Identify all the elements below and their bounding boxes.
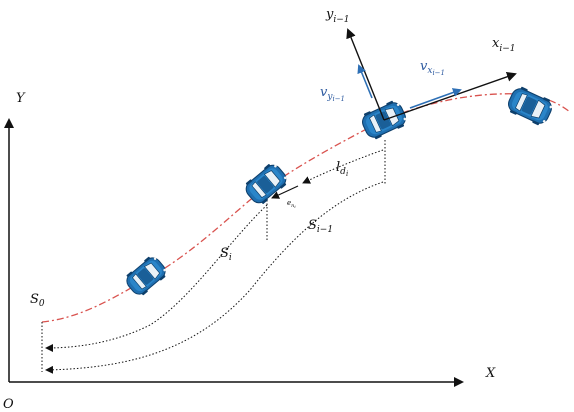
vx-label: vxi−1 xyxy=(420,59,445,77)
ld-distance-curve xyxy=(302,149,384,184)
vehicle-4 xyxy=(504,83,556,129)
vehicle-1 xyxy=(121,252,171,300)
si1-label: Si−1 xyxy=(308,218,333,235)
si-distance-curve xyxy=(45,204,268,352)
s0-label: S0 xyxy=(30,292,45,309)
en-label: eni xyxy=(287,199,296,209)
frame-y-axis xyxy=(346,28,385,121)
origin-label: O xyxy=(3,397,14,412)
vy-label: vyi−1 xyxy=(320,85,345,103)
si1-distance-curve xyxy=(45,181,384,374)
frame-y-label: yi−1 xyxy=(325,7,350,25)
frame-x-axis xyxy=(383,71,517,121)
vx-velocity-arrow xyxy=(409,88,462,109)
frame-x-label: xi−1 xyxy=(492,36,516,54)
y-axis-label: Y xyxy=(16,91,26,106)
x-axis-label: X xyxy=(485,366,496,381)
ld-label: ldi xyxy=(336,160,348,178)
reference-path xyxy=(41,93,571,323)
si-label: Si xyxy=(220,246,232,263)
en-distance-arrow xyxy=(271,185,299,199)
vy-velocity-arrow xyxy=(357,64,373,99)
